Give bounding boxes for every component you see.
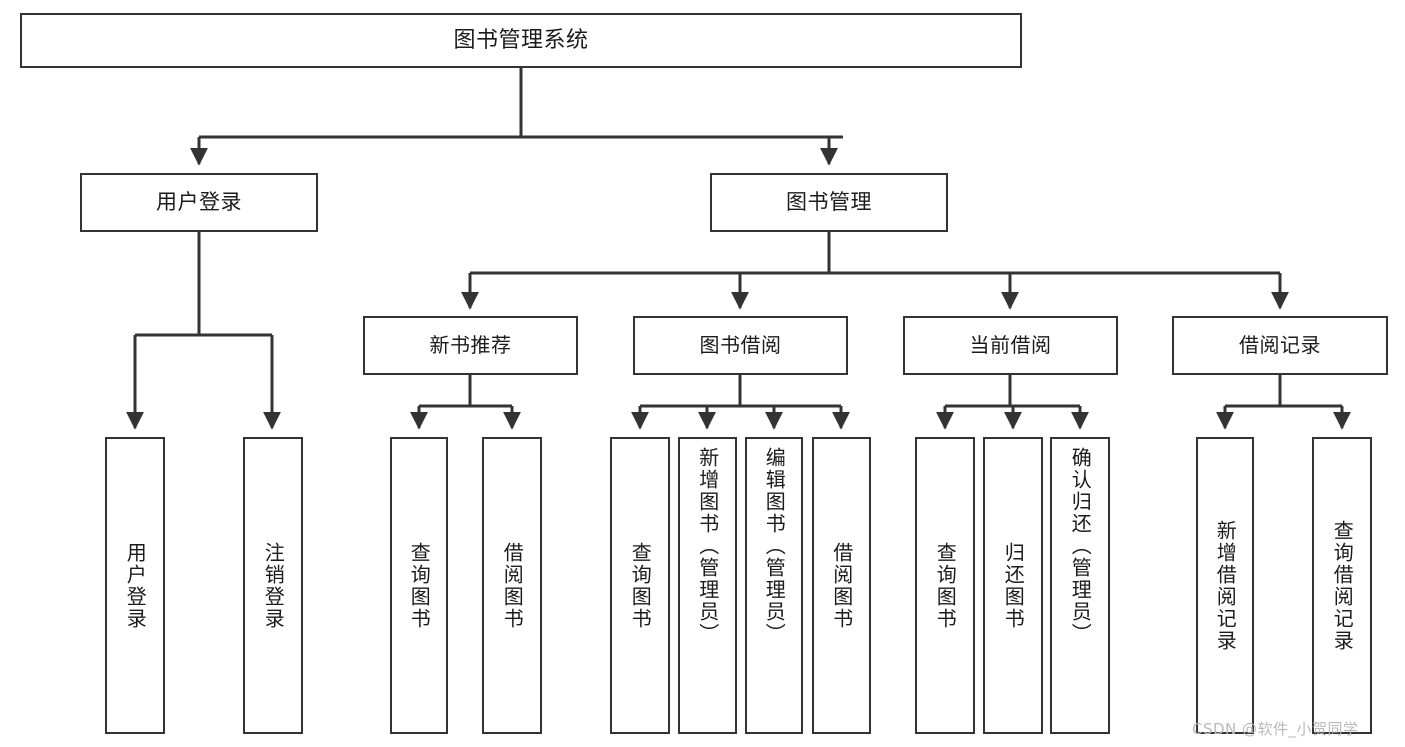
node-root[interactable]: 图书管理系统 bbox=[20, 13, 1022, 68]
leaf-add-record[interactable]: 新增借阅记录 bbox=[1196, 437, 1254, 734]
leaf-borrow-book-rec[interactable]: 借阅图书 bbox=[482, 437, 542, 734]
leaf-borrow-book-bb[interactable]: 借阅图书 bbox=[812, 437, 871, 734]
leaf-query-book-cb-label: 查询图书 bbox=[933, 541, 958, 630]
node-book-manage-label: 图书管理 bbox=[786, 190, 872, 215]
node-user-login[interactable]: 用户登录 bbox=[80, 173, 318, 232]
leaf-query-record-label: 查询借阅记录 bbox=[1330, 519, 1355, 652]
leaf-query-book-cb[interactable]: 查询图书 bbox=[915, 437, 975, 734]
leaf-borrow-book-bb-label: 借阅图书 bbox=[829, 541, 854, 630]
node-new-book-rec[interactable]: 新书推荐 bbox=[363, 316, 578, 375]
leaf-add-book-label: 新增图书（管理员） bbox=[695, 447, 720, 645]
node-borrow-record-label: 借阅记录 bbox=[1239, 333, 1321, 357]
node-borrow-record[interactable]: 借阅记录 bbox=[1172, 316, 1388, 375]
node-current-borrow[interactable]: 当前借阅 bbox=[903, 316, 1118, 375]
leaf-borrow-book-rec-label: 借阅图书 bbox=[500, 541, 525, 630]
leaf-query-book-rec[interactable]: 查询图书 bbox=[390, 437, 448, 734]
leaf-user-login-label: 用户登录 bbox=[123, 541, 148, 630]
leaf-query-book-rec-label: 查询图书 bbox=[407, 541, 432, 630]
leaf-edit-book[interactable]: 编辑图书（管理员） bbox=[745, 437, 803, 734]
leaf-add-record-label: 新增借阅记录 bbox=[1213, 519, 1238, 652]
node-book-borrow[interactable]: 图书借阅 bbox=[633, 316, 848, 375]
node-new-book-rec-label: 新书推荐 bbox=[429, 333, 512, 357]
node-book-manage[interactable]: 图书管理 bbox=[710, 173, 948, 232]
leaf-return-book[interactable]: 归还图书 bbox=[983, 437, 1043, 734]
leaf-query-record[interactable]: 查询借阅记录 bbox=[1312, 437, 1372, 734]
leaf-logout-label: 注销登录 bbox=[261, 541, 286, 630]
leaf-confirm-return-label: 确认归还（管理员） bbox=[1068, 447, 1093, 645]
node-user-login-label: 用户登录 bbox=[156, 190, 242, 215]
node-root-label: 图书管理系统 bbox=[453, 27, 589, 53]
leaf-confirm-return[interactable]: 确认归还（管理员） bbox=[1050, 437, 1110, 734]
node-book-borrow-label: 图书借阅 bbox=[699, 333, 782, 357]
leaf-query-book-bb[interactable]: 查询图书 bbox=[610, 437, 670, 734]
leaf-query-book-bb-label: 查询图书 bbox=[628, 541, 653, 630]
node-current-borrow-label: 当前借阅 bbox=[969, 333, 1052, 357]
leaf-return-book-label: 归还图书 bbox=[1001, 541, 1026, 630]
leaf-user-login[interactable]: 用户登录 bbox=[105, 437, 165, 734]
csdn-watermark: CSDN @软件_小贺同学 bbox=[1192, 720, 1359, 738]
leaf-logout[interactable]: 注销登录 bbox=[243, 437, 303, 734]
leaf-add-book[interactable]: 新增图书（管理员） bbox=[678, 437, 737, 734]
leaf-edit-book-label: 编辑图书（管理员） bbox=[762, 447, 787, 645]
